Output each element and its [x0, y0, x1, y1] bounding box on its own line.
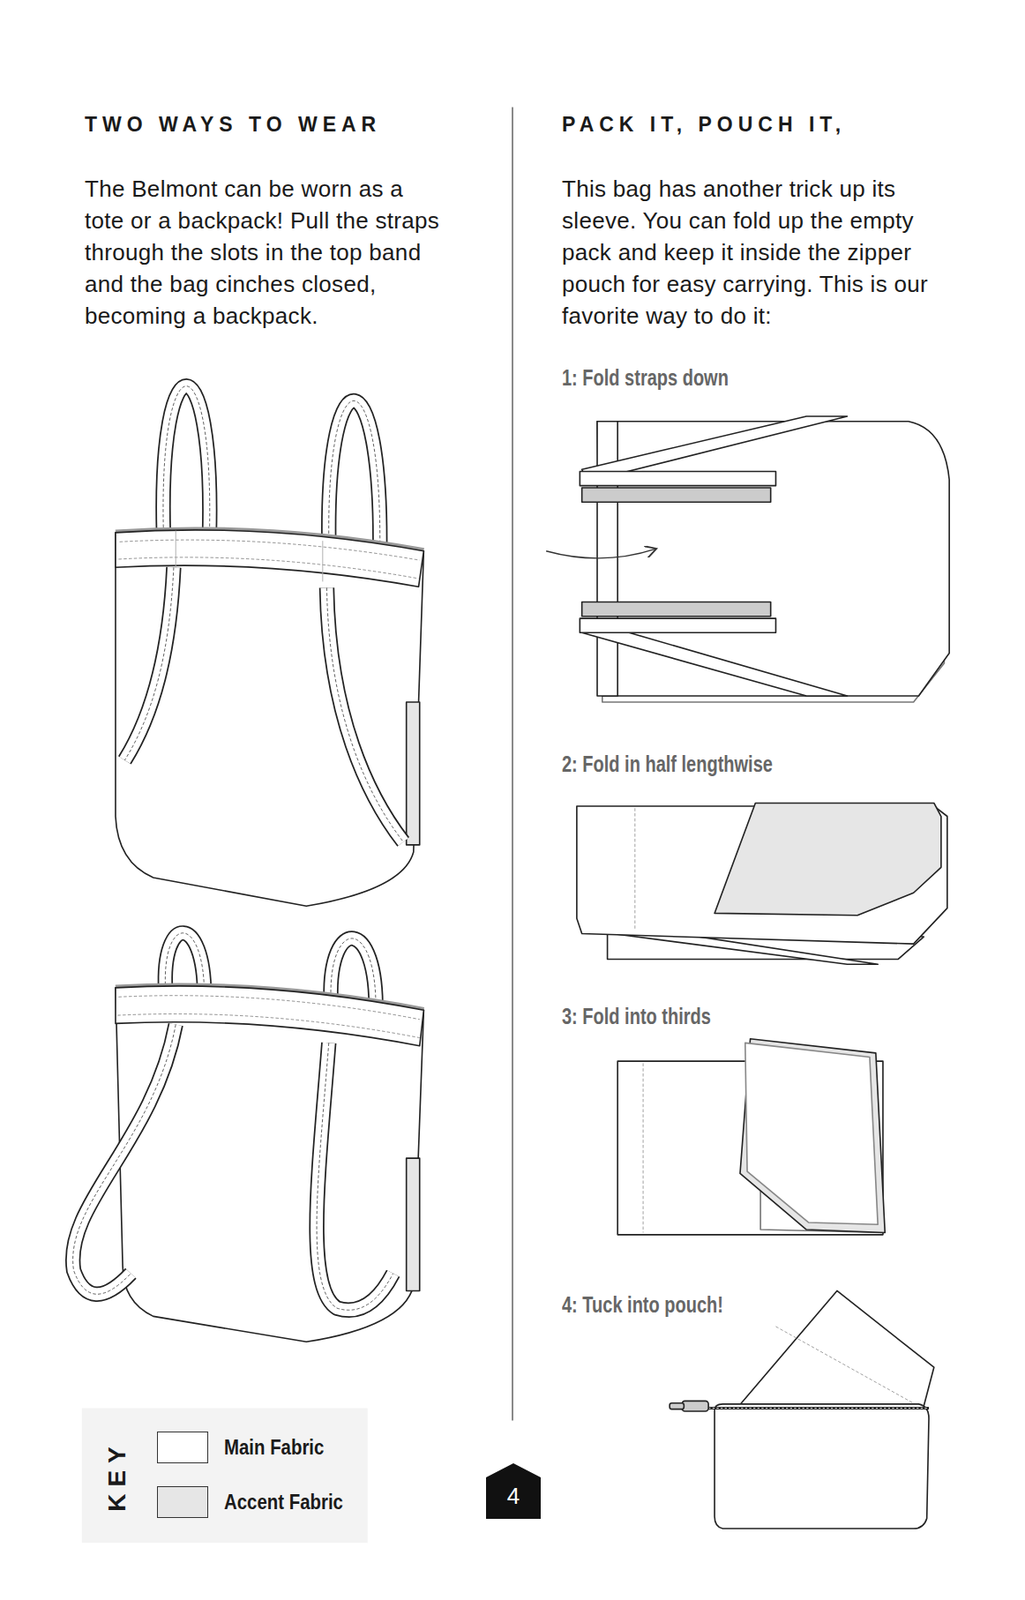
legend-text: Accent Fabric: [224, 1489, 344, 1515]
legend-swatch: [157, 1431, 209, 1464]
step-label: 4: Tuck into pouch!: [561, 1292, 724, 1318]
section-heading: TWO WAYS TO WEAR: [84, 112, 382, 137]
page-number: 4: [486, 1463, 541, 1511]
key-panel: [82, 1408, 368, 1544]
step-label: 1: Fold straps down: [561, 365, 729, 391]
tote-drawing: [73, 386, 425, 1343]
body-paragraph: The Belmont can be worn as a tote or a b…: [84, 172, 447, 332]
step-label: 2: Fold in half lengthwise: [561, 751, 773, 778]
key-heading: KEY: [103, 1439, 132, 1512]
section-heading: PACK IT, POUCH IT,: [561, 112, 846, 137]
body-paragraph: This bag has another trick up its sleeve…: [561, 172, 959, 332]
legend-swatch: [157, 1486, 209, 1519]
step-label: 3: Fold into thirds: [561, 1003, 711, 1030]
column-divider: [511, 106, 513, 1421]
page-number-badge: 4: [486, 1463, 541, 1519]
folding-steps: [546, 416, 950, 1529]
legend-text: Main Fabric: [224, 1435, 324, 1460]
